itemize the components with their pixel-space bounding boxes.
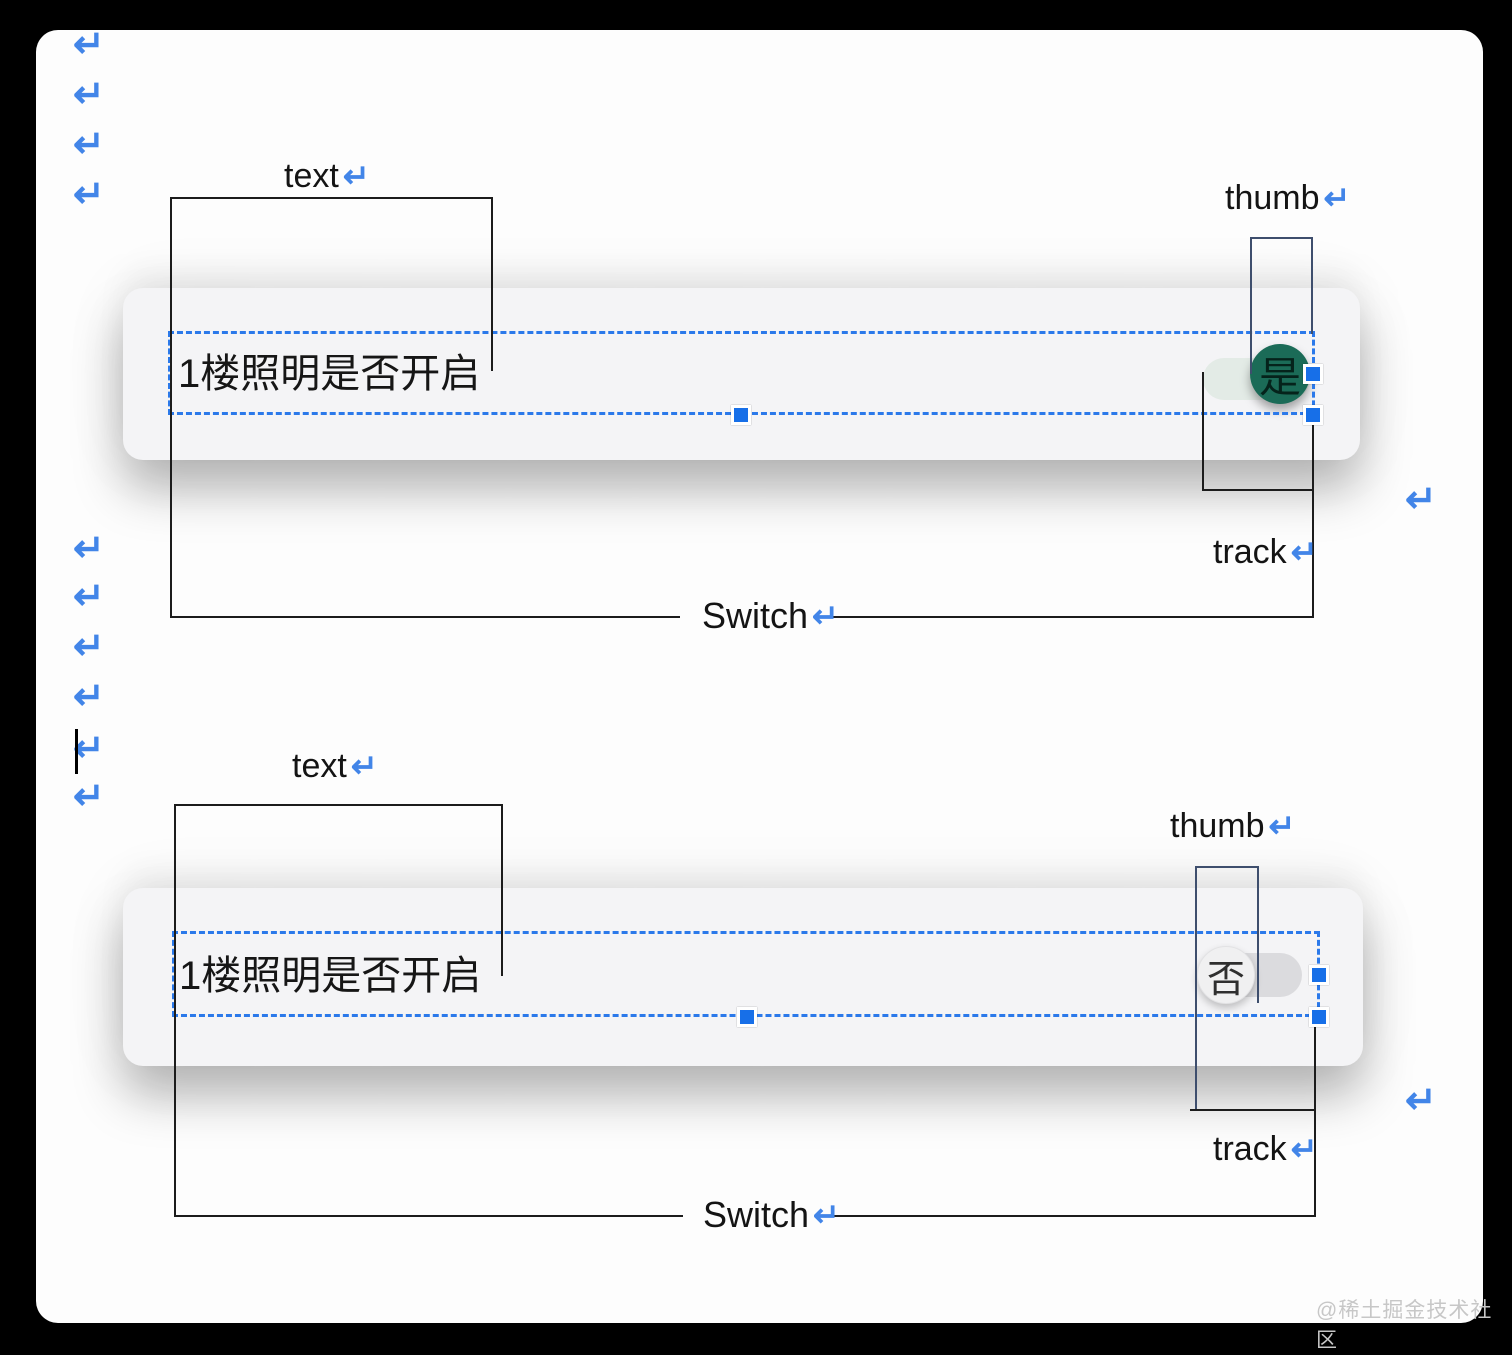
- label-thumb: thumb↵: [1170, 807, 1296, 845]
- switch-thumb[interactable]: 否: [1197, 946, 1255, 1004]
- return-mark-icon: ↵: [1290, 1131, 1318, 1167]
- paragraph-mark-icon: ↵: [73, 528, 105, 570]
- annotation-line: [170, 197, 492, 199]
- switch-bracket-line: [822, 1215, 1315, 1217]
- annotation-line: [174, 804, 176, 1217]
- paragraph-mark-icon: ↵: [73, 776, 105, 818]
- annotation-line: [501, 804, 503, 976]
- paragraph-mark-icon: ↵: [73, 728, 105, 770]
- return-mark-icon: ↵: [812, 598, 839, 634]
- paragraph-mark-icon: ↵: [73, 676, 105, 718]
- label-thumb: thumb↵: [1225, 179, 1351, 217]
- paragraph-mark-icon: ↵: [1405, 1080, 1437, 1122]
- label-switch: Switch↵: [702, 595, 839, 636]
- row-question-text: 1楼照明是否开启: [179, 954, 482, 998]
- label-text: text↵: [292, 747, 378, 785]
- selection-handle[interactable]: [1303, 364, 1323, 384]
- annotation-line: [491, 197, 493, 371]
- track-bracket-line: [1202, 372, 1204, 491]
- return-mark-icon: ↵: [1268, 808, 1296, 844]
- return-mark-icon: ↵: [1290, 534, 1318, 570]
- thumb-bracket-line: [1195, 866, 1259, 868]
- track-bracket-line: [1202, 489, 1314, 491]
- return-mark-icon: ↵: [1323, 180, 1351, 216]
- label-track: track↵: [1213, 1130, 1318, 1168]
- selection-handle[interactable]: [1303, 405, 1323, 425]
- paragraph-mark-icon: ↵: [1405, 479, 1437, 521]
- selection-handle[interactable]: [731, 405, 751, 425]
- return-mark-icon: ↵: [350, 748, 378, 784]
- thumb-bracket-line: [1311, 237, 1313, 334]
- return-mark-icon: ↵: [342, 158, 370, 194]
- switch-bracket-line: [818, 616, 1314, 618]
- paragraph-mark-icon: ↵: [73, 24, 105, 66]
- paragraph-mark-icon: ↵: [73, 626, 105, 668]
- annotation-line: [1314, 1024, 1316, 1217]
- selection-handle[interactable]: [1309, 965, 1329, 985]
- paragraph-mark-icon: ↵: [73, 74, 105, 116]
- annotation-line: [1312, 424, 1314, 618]
- thumb-bracket-line: [1257, 866, 1259, 1003]
- thumb-bracket-line: [1195, 866, 1197, 1111]
- return-mark-icon: ↵: [813, 1197, 840, 1233]
- document-page: [36, 30, 1483, 1323]
- track-bracket-line: [1190, 1109, 1316, 1111]
- switch-bracket-line: [170, 616, 680, 618]
- thumb-bracket-line: [1250, 237, 1313, 239]
- form-row-card: [123, 288, 1360, 460]
- selection-handle[interactable]: [1309, 1007, 1329, 1027]
- switch-bracket-line: [174, 1215, 683, 1217]
- form-row-card: [123, 888, 1363, 1066]
- label-track: track↵: [1213, 533, 1318, 571]
- paragraph-mark-icon: ↵: [73, 174, 105, 216]
- row-question-text: 1楼照明是否开启: [178, 352, 481, 396]
- annotation-line: [170, 197, 172, 618]
- watermark-text: @稀土掘金技术社区: [1316, 1299, 1493, 1352]
- label-switch: Switch↵: [703, 1194, 840, 1235]
- paragraph-mark-icon: ↵: [73, 124, 105, 166]
- thumb-bracket-line: [1250, 237, 1252, 374]
- label-text: text↵: [284, 157, 370, 195]
- paragraph-mark-icon: ↵: [73, 576, 105, 618]
- text-cursor: [75, 729, 78, 774]
- switch-thumb[interactable]: 是: [1250, 344, 1310, 404]
- selection-handle[interactable]: [737, 1007, 757, 1027]
- annotation-line: [174, 804, 502, 806]
